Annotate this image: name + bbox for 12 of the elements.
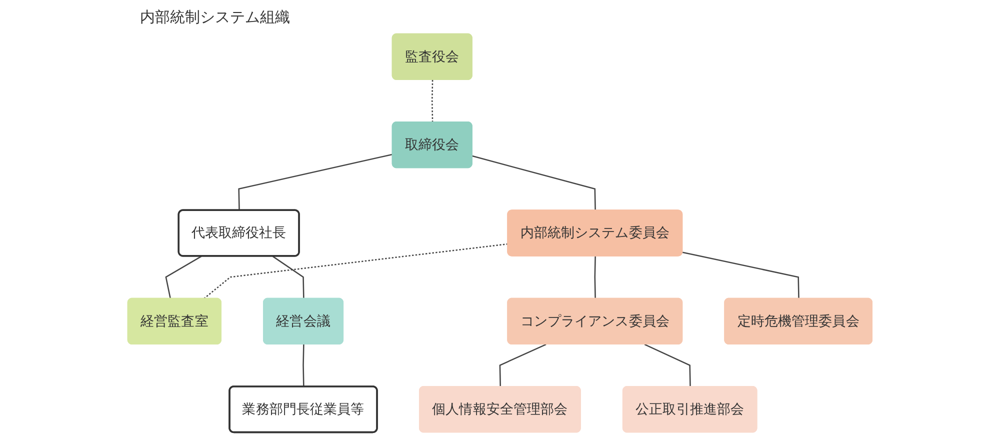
connector xyxy=(204,243,508,300)
connector xyxy=(682,252,800,299)
connector xyxy=(594,256,596,299)
connector xyxy=(432,80,434,122)
connector xyxy=(272,256,304,299)
connector xyxy=(644,344,691,387)
connector xyxy=(165,256,202,299)
diagram-title: 内部統制システム組織 xyxy=(139,7,290,27)
connector xyxy=(499,344,546,387)
connector xyxy=(238,154,393,211)
connector xyxy=(302,344,304,387)
connector xyxy=(472,155,596,211)
